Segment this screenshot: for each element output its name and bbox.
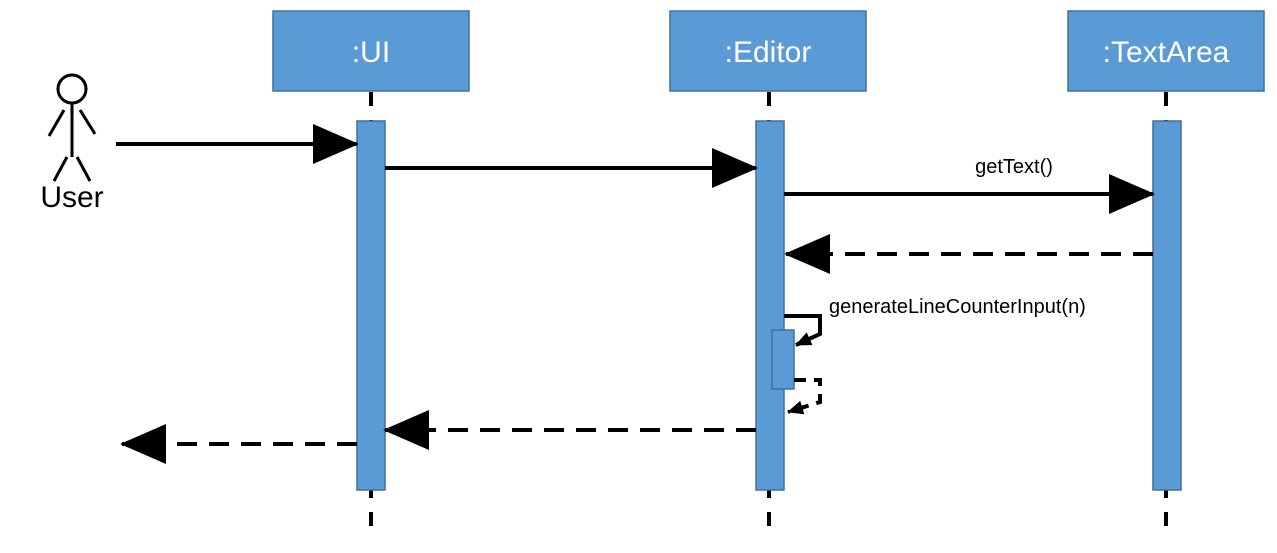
participant-textarea-box [1067,10,1265,92]
self-return-arrow [787,378,822,415]
self-return-generate-line-counter [787,378,822,415]
actor-user: User [40,73,104,214]
participant-editor-label: :Editor [725,36,812,69]
participant-textarea: :TextArea [1067,10,1265,92]
message-gettext: getText() [784,156,1155,214]
participant-editor-box [669,10,867,92]
participant-ui: :UI [272,10,470,92]
activation-editor-nested [771,329,795,390]
stick-figure-icon [47,73,97,182]
activation-textarea [1152,120,1182,491]
activation-editor [755,120,785,491]
actor-user-label: User [40,181,103,214]
message-label-generatelinecounterinput: generateLineCounterInput(n) [829,296,1086,318]
self-call-generate-line-counter: generateLineCounterInput(n) [784,296,1086,347]
self-call-arrow [784,314,822,347]
participant-editor: :Editor [669,10,867,92]
participant-textarea-label: :TextArea [1103,36,1230,69]
participant-ui-box [272,10,470,92]
message-label-gettext: getText() [975,156,1053,178]
activation-ui [356,120,386,491]
participant-ui-label: :UI [352,36,390,69]
